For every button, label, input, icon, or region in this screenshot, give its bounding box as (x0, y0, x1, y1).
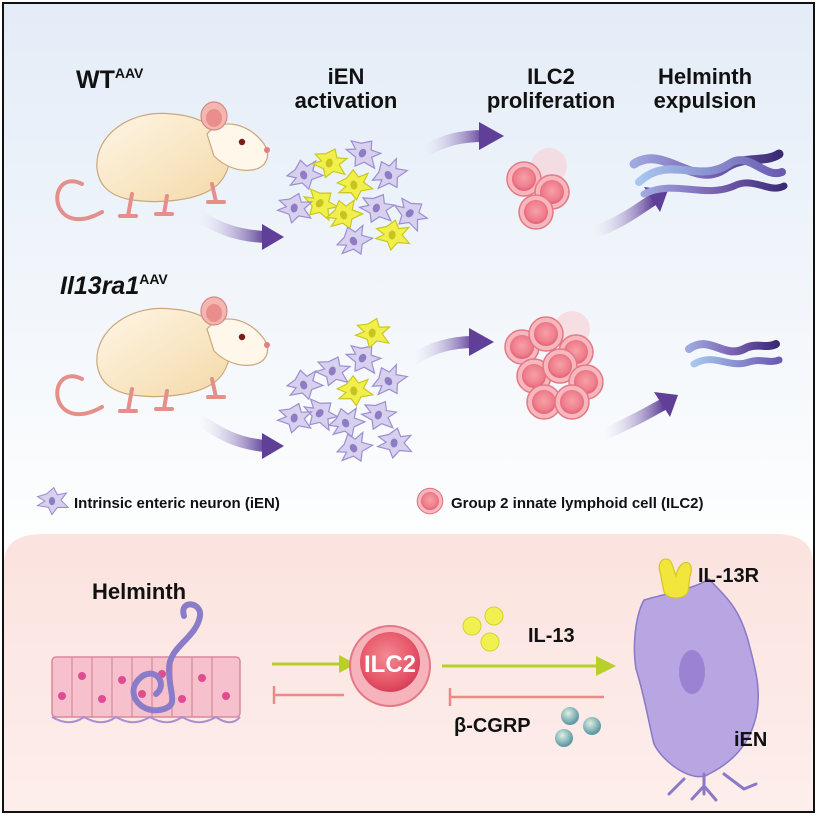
ko-ilc2-cluster (504, 311, 604, 420)
ien-neuron (633, 558, 760, 802)
tissue-helminth (130, 601, 203, 714)
ko-helminths (685, 340, 783, 368)
legend-ilc2-label: Group 2 innate lymphoid cell (ILC2) (451, 495, 704, 512)
arrow-ko-1 (193, 413, 272, 452)
arrow-ko-2 (408, 336, 480, 365)
legend-cell-icon (416, 487, 444, 515)
arrow-wt-3 (588, 193, 660, 238)
il13-label: IL-13 (528, 625, 575, 647)
ko-mouse (55, 295, 272, 417)
legend-ilc2: Group 2 innate lymphoid cell (ILC2) (416, 487, 704, 515)
ien-label: iEN (734, 729, 767, 751)
ilc2-cell-label: ILC2 (364, 651, 416, 678)
legend-ien-label: Intrinsic enteric neuron (iEN) (74, 495, 280, 512)
il13r-receptor-icon (658, 558, 692, 599)
helminth-label: Helminth (92, 579, 186, 604)
il13r-label: IL-13R (698, 565, 760, 587)
arrow-wt-1 (193, 210, 272, 243)
wt-ilc2-cluster (506, 148, 570, 230)
legend-ien: Intrinsic enteric neuron (iEN) (37, 487, 280, 516)
arrow-ko-3 (598, 398, 670, 440)
wt-helminths (629, 149, 788, 198)
arrow-wt-2 (418, 130, 490, 158)
wt-neuron-cluster (275, 131, 434, 263)
wt-label: WTAAV (76, 65, 144, 94)
ko-neuron-cluster (275, 314, 414, 470)
wt-mouse (55, 100, 272, 222)
cgrp-molecules (555, 707, 601, 747)
ilc2-cell: ILC2 (349, 625, 431, 707)
cgrp-label: β-CGRP (454, 715, 531, 737)
intestinal-epithelium (51, 656, 241, 724)
il13-molecules (462, 606, 504, 652)
legend-neuron-icon (37, 487, 69, 516)
ko-label: Il13ra1AAV (60, 271, 168, 300)
